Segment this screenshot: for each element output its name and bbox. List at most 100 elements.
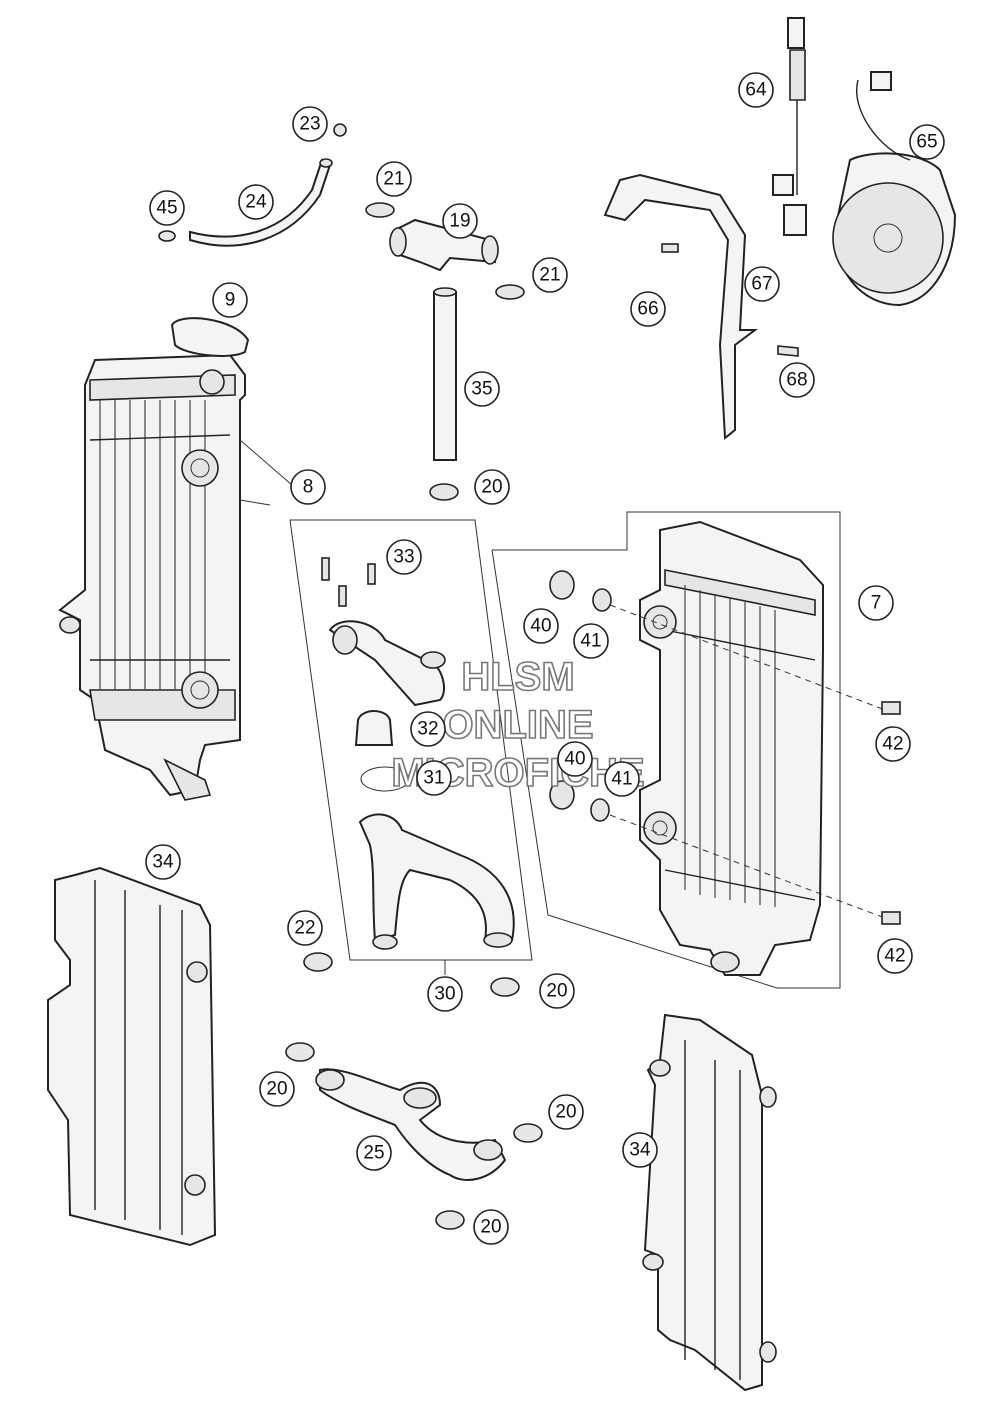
callout-42-lower: 42 [877,938,913,974]
grommet-40-lower [549,780,575,810]
clamp-20-left [285,1042,315,1062]
svg-text:20: 20 [266,1079,287,1100]
clamp-22 [303,952,333,972]
callout-20-mid: 20 [539,973,575,1009]
left-radiator [58,353,246,801]
callout-42-upper: 42 [875,726,911,762]
callout-67: 67 [744,266,780,302]
svg-text:34: 34 [629,1140,651,1161]
bolt-42-lower [881,911,901,925]
hose-clip-45 [158,230,176,242]
callout-30: 30 [427,976,463,1012]
svg-text:24: 24 [245,192,267,213]
clamp-21-left [365,202,395,218]
radiator-cap [170,317,250,357]
svg-text:41: 41 [611,769,632,790]
callout-19: 19 [442,203,478,239]
callout-40-upper: 40 [523,608,559,644]
left-radiator-guard [47,866,217,1247]
callout-21-upper: 21 [376,161,412,197]
svg-text:20: 20 [546,981,567,1002]
lower-radiator-hose [315,1068,507,1181]
callout-23: 23 [292,106,328,142]
svg-text:45: 45 [156,198,177,219]
bracket-bolt-66 [661,243,679,253]
svg-text:20: 20 [480,1217,501,1238]
svg-text:30: 30 [434,984,455,1005]
callout-40-lower: 40 [557,741,593,777]
callout-65: 65 [909,124,945,160]
svg-text:22: 22 [294,918,315,939]
callout-20-right: 20 [548,1094,584,1130]
grommet-40-upper [549,570,575,600]
callout-34-left: 34 [145,844,181,880]
svg-text:40: 40 [530,616,551,637]
washer-41-upper [592,588,612,612]
callout-45: 45 [149,190,185,226]
svg-text:35: 35 [471,379,492,400]
svg-text:68: 68 [786,370,807,391]
svg-text:65: 65 [916,132,937,153]
svg-text:25: 25 [363,1143,384,1164]
callout-31: 31 [416,760,452,796]
svg-text:33: 33 [393,547,414,568]
washer-41-lower [590,798,610,822]
right-radiator [639,520,824,976]
callout-9: 9 [212,282,248,318]
svg-text:19: 19 [449,211,470,232]
bolt-42-upper [881,701,901,715]
clamp-21-right [495,284,525,300]
svg-text:34: 34 [152,852,174,873]
watermark-line-1: HLSM [461,655,574,699]
fan-switch-harness [772,17,807,236]
callout-20-bottom: 20 [473,1209,509,1245]
clamp-20-top [429,483,459,501]
callout-20-pipe: 20 [474,469,510,505]
callout-24: 24 [238,184,274,220]
o-ring [360,766,410,792]
callout-64: 64 [738,72,774,108]
hose-clip-23 [333,123,347,137]
svg-text:21: 21 [539,265,560,286]
cooling-fan [832,71,957,307]
callout-22: 22 [287,910,323,946]
screws-33 [321,557,376,607]
callout-66: 66 [630,291,666,327]
svg-text:42: 42 [884,946,905,967]
svg-text:40: 40 [564,749,585,770]
callout-21-lower: 21 [532,257,568,293]
clamp-20-right [513,1123,543,1143]
svg-text:42: 42 [882,734,903,755]
fan-bracket [603,173,758,440]
right-radiator-frame [491,511,841,989]
callout-20-left: 20 [259,1071,295,1107]
svg-text:9: 9 [225,290,236,311]
svg-text:21: 21 [383,169,404,190]
callout-34-right: 34 [622,1132,658,1168]
clamp-20-mid [490,977,520,997]
svg-text:20: 20 [481,477,502,498]
leader-8 [239,439,293,486]
thermostat-kit-frame [289,519,533,975]
callout-41-lower: 41 [604,761,640,797]
clamp-20-bottom [435,1210,465,1230]
svg-text:23: 23 [299,114,320,135]
svg-text:31: 31 [423,768,444,789]
callout-33: 33 [386,539,422,575]
right-radiator-guard [642,1013,777,1392]
callout-68: 68 [779,362,815,398]
callout-35: 35 [464,371,500,407]
callout-8: 8 [290,469,326,505]
callout-7: 7 [858,585,894,621]
callout-25: 25 [356,1135,392,1171]
svg-text:32: 32 [417,719,438,740]
svg-text:7: 7 [871,593,882,614]
svg-text:41: 41 [580,631,601,652]
svg-text:67: 67 [751,274,772,295]
coolant-pipe [433,287,457,461]
svg-text:20: 20 [555,1102,576,1123]
svg-text:64: 64 [745,80,767,101]
callout-41-upper: 41 [573,623,609,659]
thermostat-lower-hose [358,813,515,950]
